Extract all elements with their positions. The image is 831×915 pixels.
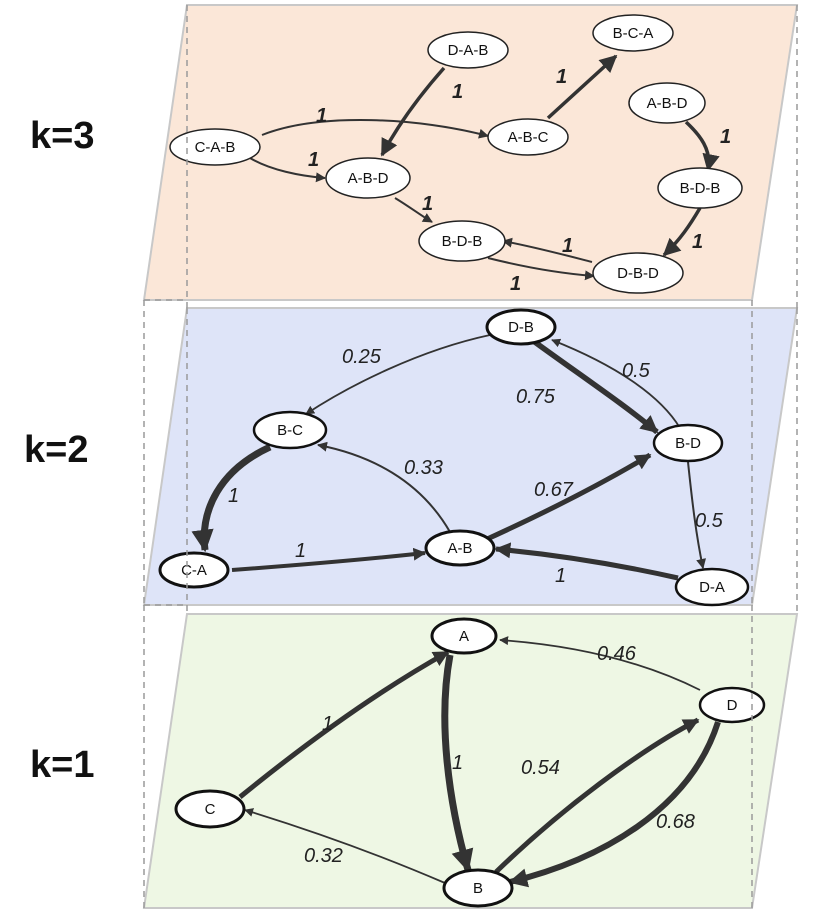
edge-label-dbd-bdb: 1 xyxy=(562,235,573,257)
edge-label-bdb-dbd: 1 xyxy=(510,273,521,295)
layer-k1: k=1 0.46 1 1 0.54 0.68 0.32 A D C B xyxy=(30,613,799,909)
edge-label-db-bd: 0.75 xyxy=(516,386,556,408)
edge-label-bdb2-dbd: 1 xyxy=(692,231,703,253)
svg-text:B-D-B: B-D-B xyxy=(680,180,721,197)
node-abc: A-B-C xyxy=(487,118,569,156)
edge-a-b xyxy=(441,654,474,873)
edge-label-db-bc: 0.25 xyxy=(342,346,382,368)
svg-text:D-B: D-B xyxy=(508,319,534,336)
svg-text:B-D-B: B-D-B xyxy=(442,233,483,250)
svg-text:B-D: B-D xyxy=(675,435,701,452)
edge-label-c-a: 1 xyxy=(322,713,333,735)
node-bdb: B-D-B xyxy=(418,220,506,262)
edge-cab-abc xyxy=(261,119,489,139)
edge-abd2-bdb2 xyxy=(684,120,720,172)
svg-text:C: C xyxy=(205,801,216,818)
edge-label-cab-abc: 1 xyxy=(316,105,327,127)
layer-k1-label: k=1 xyxy=(30,744,94,786)
edge-d-b xyxy=(508,721,721,888)
edge-db-bc xyxy=(305,334,491,415)
svg-text:D-B-D: D-B-D xyxy=(617,265,659,282)
edge-bd-db xyxy=(551,338,681,429)
svg-text:B-C-A: B-C-A xyxy=(613,25,654,42)
edge-label-d-b: 0.68 xyxy=(656,811,695,833)
edge-label-a-b: 1 xyxy=(452,752,463,774)
edge-c-a xyxy=(238,649,450,799)
node-ab: A-B xyxy=(424,529,496,567)
node-abd: A-B-D xyxy=(325,157,411,199)
edge-d-a xyxy=(499,636,701,691)
svg-text:A-B-D: A-B-D xyxy=(647,95,688,112)
node-db: D-B xyxy=(485,308,557,346)
layer-k2: k=2 0.25 0.5 0.75 0.33 0.67 0.5 1 1 1 D-… xyxy=(24,307,799,607)
svg-text:A: A xyxy=(459,628,469,645)
edge-label-d-a: 0.46 xyxy=(597,643,637,665)
node-bc: B-C xyxy=(252,410,328,450)
edge-ab-bd xyxy=(483,452,652,543)
node-b: B xyxy=(442,868,514,908)
svg-text:D-A: D-A xyxy=(699,579,725,596)
layer-connectors xyxy=(143,5,798,908)
node-dab: D-A-B xyxy=(427,31,509,69)
svg-text:B-C: B-C xyxy=(277,422,303,439)
layer-k3: k=3 1 1 1 1 1 1 1 1 1 C-A-B D-A-B A-B xyxy=(30,4,799,301)
edge-cab-abd xyxy=(249,157,326,183)
layer-k2-label: k=2 xyxy=(24,429,88,471)
svg-text:C-A: C-A xyxy=(181,562,207,579)
node-c: C xyxy=(174,789,246,829)
edge-label-b-d: 0.54 xyxy=(521,757,560,779)
node-a: A xyxy=(430,617,498,655)
node-d: D xyxy=(698,686,766,724)
node-dbd: D-B-D xyxy=(592,252,684,294)
node-ca: C-A xyxy=(158,551,230,589)
edge-bdb-dbd xyxy=(487,257,595,281)
node-bca: B-C-A xyxy=(592,14,674,52)
edge-abc-bca xyxy=(546,54,618,120)
edge-dbd-bdb xyxy=(502,237,593,263)
node-bd: B-D xyxy=(652,423,724,463)
edge-label-bd-db: 0.5 xyxy=(622,360,651,382)
edge-da-ab xyxy=(494,542,679,581)
edge-label-da-ab: 1 xyxy=(555,565,566,587)
node-da: D-A xyxy=(674,567,750,607)
svg-text:C-A-B: C-A-B xyxy=(195,139,236,156)
edge-label-dab-abd: 1 xyxy=(452,81,463,103)
edge-db-bd xyxy=(530,337,659,435)
edge-bd-da xyxy=(687,461,707,569)
svg-text:D: D xyxy=(727,697,738,714)
edge-label-ca-ab: 1 xyxy=(295,540,306,562)
svg-text:A-B-D: A-B-D xyxy=(348,170,389,187)
edge-abd-bdb xyxy=(394,197,433,223)
edge-label-ab-bd: 0.67 xyxy=(534,479,574,501)
edge-bdb2-dbd xyxy=(662,207,702,257)
edge-label-bd-da: 0.5 xyxy=(695,510,724,532)
edge-bc-ca xyxy=(191,443,272,553)
edge-dab-abd xyxy=(380,66,446,157)
edge-ca-ab xyxy=(231,547,427,572)
svg-text:A-B-C: A-B-C xyxy=(508,129,549,146)
svg-text:A-B: A-B xyxy=(447,540,472,557)
node-abd-2: A-B-D xyxy=(628,82,706,124)
edge-b-d xyxy=(494,717,700,874)
svg-text:D-A-B: D-A-B xyxy=(448,42,489,59)
edge-label-abd2-bdb2: 1 xyxy=(720,126,731,148)
edge-ab-bc xyxy=(317,441,451,533)
edge-label-cab-abd: 1 xyxy=(308,149,319,171)
layer-k3-label: k=3 xyxy=(30,115,94,157)
node-bdb-2: B-D-B xyxy=(657,167,743,209)
node-cab: C-A-B xyxy=(169,128,261,166)
edge-b-c xyxy=(244,808,446,884)
edge-label-b-c: 0.32 xyxy=(304,845,343,867)
edge-label-abd-bdb: 1 xyxy=(422,193,433,215)
svg-text:B: B xyxy=(473,880,483,897)
edge-label-bc-ca: 1 xyxy=(228,485,239,507)
edge-label-abc-bca: 1 xyxy=(556,66,567,88)
edge-label-ab-bc: 0.33 xyxy=(404,457,443,479)
